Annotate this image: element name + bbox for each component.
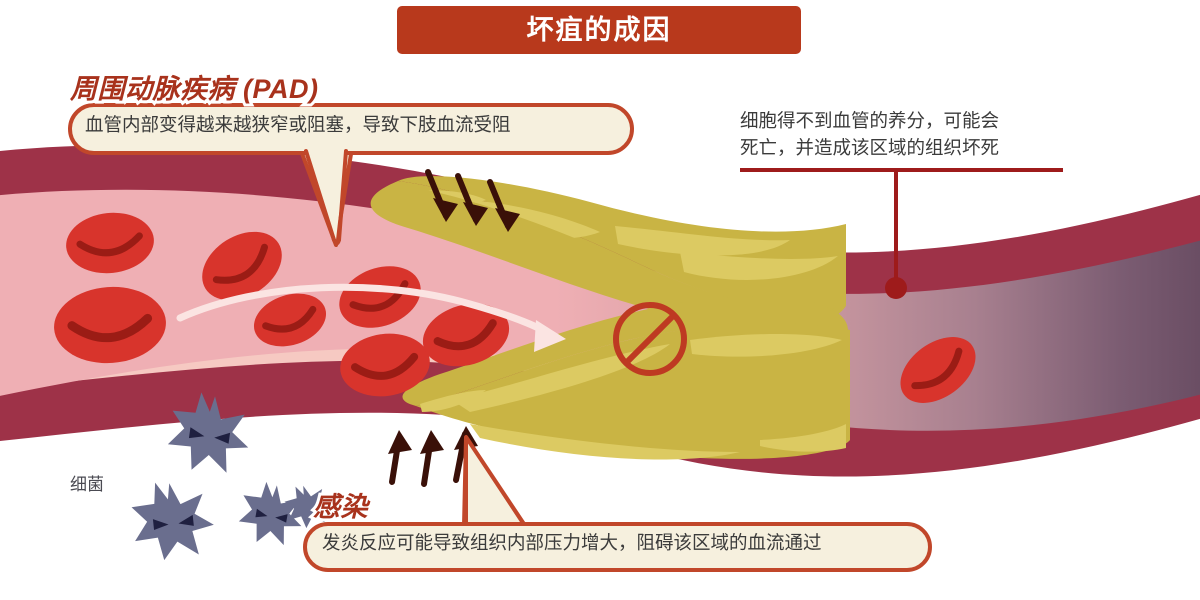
pad-callout-bubble[interactable]	[68, 103, 634, 247]
pressure-arrowheads-top	[433, 198, 520, 232]
necrosis-annotation-line-2: 死亡，并造成该区域的组织坏死	[740, 136, 1000, 158]
bacterium	[238, 481, 302, 546]
bacteria-group	[131, 392, 331, 561]
no-entry-icon	[613, 302, 687, 376]
bacterium	[167, 392, 249, 473]
infection-callout-bubble[interactable]	[303, 435, 932, 572]
blood-flow-arrow	[176, 283, 566, 352]
red-blood-cells	[54, 212, 976, 403]
necrosis-annotation: 细胞得不到血管的养分，可能会 死亡，并造成该区域的组织坏死	[740, 108, 999, 162]
page-title: 坏疽的成因	[526, 14, 672, 45]
plaque-lower	[402, 296, 850, 460]
bacterium	[131, 482, 214, 561]
pad-callout-text: 血管内部变得越来越狭窄或阻塞，导致下肢血流受阻	[85, 114, 511, 135]
infection-callout-text: 发炎反应可能导致组织内部压力增大，阻碍该区域的血流通过	[322, 532, 822, 553]
necrosis-annotation-line-1: 细胞得不到血管的养分，可能会	[740, 110, 1000, 131]
necrosis-leader-line	[740, 168, 1063, 299]
page-title-banner: 坏疽的成因	[397, 6, 801, 54]
bacterium	[284, 485, 331, 529]
pad-callout-tag: 周围动脉疾病 (PAD)	[67, 73, 321, 106]
bacteria-label: 细菌	[70, 475, 104, 494]
infection-callout-tag: 感染	[310, 491, 371, 524]
